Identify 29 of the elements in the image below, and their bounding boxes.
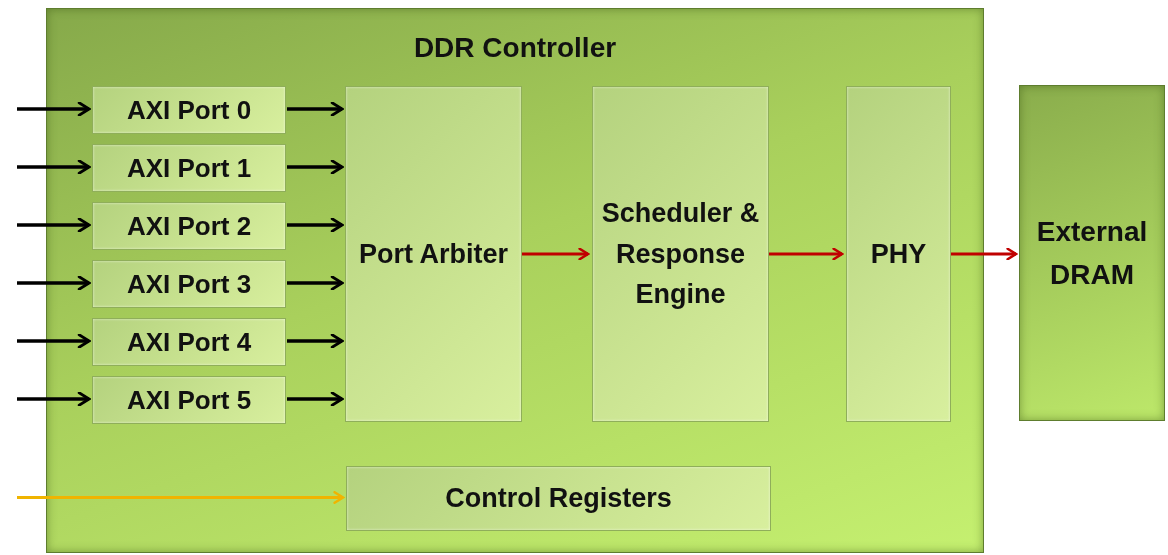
module-block: Control Registers — [346, 466, 771, 531]
arrow — [951, 247, 1018, 261]
module-block: AXI Port 5 — [92, 376, 286, 424]
panel-title: DDR Controller — [412, 31, 618, 65]
module-block: Scheduler & Response Engine — [592, 86, 769, 422]
arrow — [287, 217, 344, 233]
arrow — [287, 275, 344, 291]
arrow — [17, 391, 91, 407]
arrow — [17, 101, 91, 117]
arrow — [769, 247, 844, 261]
module-block: PHY — [846, 86, 951, 422]
arrow — [287, 391, 344, 407]
arrow — [287, 159, 344, 175]
controller-panel — [46, 8, 984, 553]
module-block: AXI Port 1 — [92, 144, 286, 192]
module-block: AXI Port 3 — [92, 260, 286, 308]
module-block: Port Arbiter — [345, 86, 522, 422]
module-block: AXI Port 2 — [92, 202, 286, 250]
arrow — [17, 333, 91, 349]
memory-block: External DRAM — [1019, 85, 1165, 421]
arrow — [287, 101, 344, 117]
arrow — [17, 217, 91, 233]
arrow — [287, 333, 344, 349]
arrow — [17, 159, 91, 175]
arrow — [17, 275, 91, 291]
module-block: AXI Port 0 — [92, 86, 286, 134]
arrow — [522, 247, 590, 261]
arrow — [17, 491, 345, 504]
module-block: AXI Port 4 — [92, 318, 286, 366]
